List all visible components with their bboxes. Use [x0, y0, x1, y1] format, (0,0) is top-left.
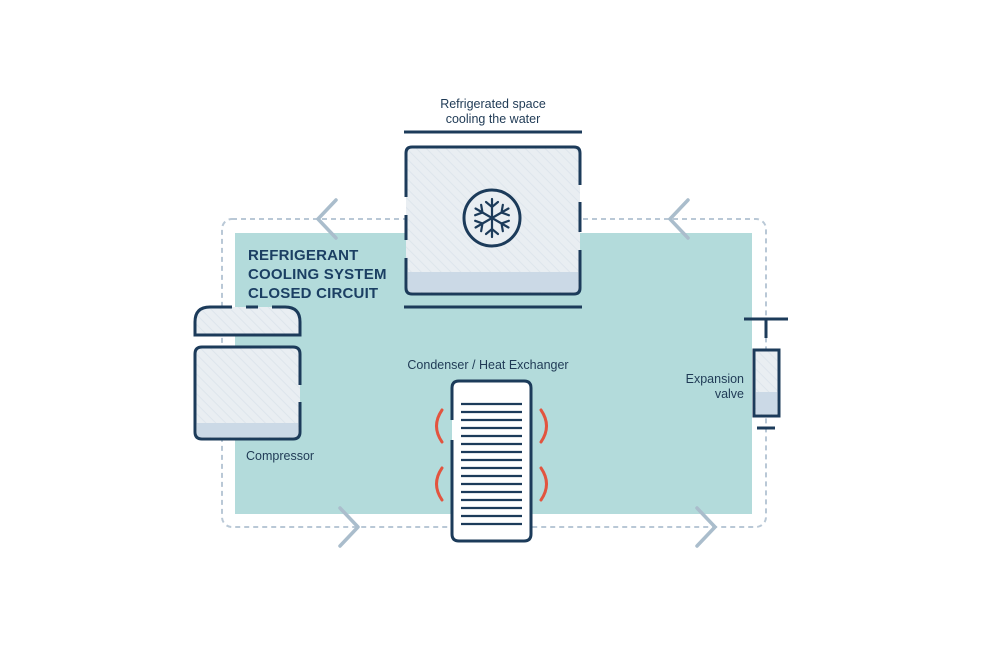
- heat-wave-icon: [435, 466, 444, 502]
- title-line: CLOSED CIRCUIT: [248, 285, 379, 302]
- compressor-label: Compressor: [246, 449, 315, 463]
- chevron-left-icon: [668, 198, 690, 240]
- heat-wave-icon: [539, 466, 548, 502]
- title-line: REFRIGERANT: [248, 247, 359, 264]
- condenser-label: Condenser / Heat Exchanger: [407, 358, 569, 372]
- condenser: [435, 379, 548, 543]
- diagram-title: REFRIGERANT COOLING SYSTEM CLOSED CIRCUI…: [248, 246, 387, 303]
- chevron-right-icon: [695, 506, 717, 548]
- snowflake-icon: [471, 197, 513, 239]
- expansion-valve: [744, 317, 788, 430]
- expansion-valve-label: Expansion valve: [685, 372, 744, 401]
- heat-wave-icon: [435, 408, 444, 444]
- refrigerated-space-label: Refrigerated space cooling the water: [440, 97, 546, 126]
- chevron-left-icon: [316, 198, 338, 240]
- refrigerated-space: [404, 130, 582, 309]
- heat-wave-icon: [539, 408, 548, 444]
- title-line: COOLING SYSTEM: [248, 266, 387, 283]
- chevron-right-icon: [338, 506, 360, 548]
- condenser-fins: [461, 402, 522, 526]
- compressor: [193, 305, 302, 441]
